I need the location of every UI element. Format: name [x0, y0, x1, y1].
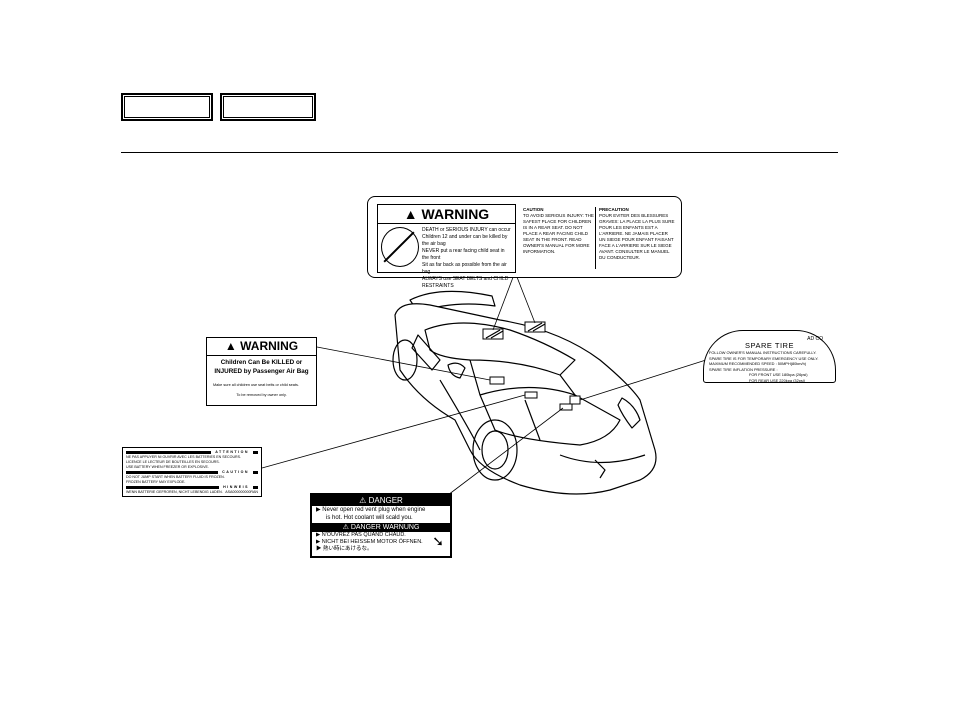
child-warning-line1: Children Can Be KILLED or	[220, 359, 303, 366]
child-warning-heading: WARNING	[240, 339, 299, 353]
battery-line: USE BATTERY WHEN FREEZER OR EXPLOSIVE.	[126, 465, 209, 469]
danger-triangle-icon: ⚠	[359, 496, 367, 505]
child-warning-removal: To be removed by owner only.	[236, 393, 287, 397]
battery-code: ASA000000000RAN	[225, 490, 258, 494]
precaution-text: POUR EVITER DES BLESSURES GRAVES: LA PLA…	[599, 213, 675, 260]
battery-label: ATTENTION NE PAS APPUYER NI OUVRIR AVEC …	[122, 447, 262, 497]
danger-jp: 熱い時にあけるな。	[323, 546, 373, 552]
spare-tire-label: AD CO SPARE TIRE FOLLOW OWNER'S MANUAL I…	[703, 330, 836, 383]
danger-line1: Never open red vent plug when engine	[322, 507, 426, 513]
top-warning-bullet: NEVER put a rear facing child seat in th…	[422, 248, 505, 261]
no-child-seat-icon	[381, 227, 419, 267]
spare-tire-bullet: SPARE TIRE INFLATION PRESSURE :	[709, 366, 778, 372]
spare-tire-bullet: MAXIMUM RECOMMENDED SPEED : 50MPH(80km/h…	[709, 361, 807, 367]
nav-tab-1[interactable]	[121, 93, 213, 121]
top-warning-bullet: ALWAYS use SEAT BELTS and CHILD RESTRAIN…	[422, 276, 509, 289]
top-warning-heading: WARNING	[421, 206, 490, 222]
battery-line: NE PAS APPUYER NI OUVRIR AVEC LES BATTER…	[126, 455, 242, 459]
danger-triangle-icon: ⚠	[342, 524, 349, 531]
battery-caution-line: DO NOT JUMP START WHEN BATTERY FLUID IS …	[126, 475, 225, 479]
spare-tire-bullet: SPARE TIRE IS FOR TEMPORARY EMERGENCY US…	[709, 355, 819, 361]
top-warning-label: ▲ WARNING DEATH or SERIOUS INJURY can oc…	[367, 196, 682, 289]
top-warning-bullet: Sit as far back as possible from the air…	[422, 262, 507, 275]
caution-title: CAUTION	[523, 207, 544, 212]
header-divider	[121, 152, 838, 153]
spare-tire-title: SPARE TIRE	[745, 341, 794, 350]
top-warning-bullet: Children 12 and under can be killed by t…	[422, 234, 508, 247]
danger-de: NICHT BEI HEISSEM MOTOR ÖFFNEN.	[321, 539, 423, 545]
nav-tab-2[interactable]	[220, 93, 316, 121]
danger-label: ⚠ DANGER ▶ Never open red vent plug when…	[310, 493, 452, 558]
spare-tire-bullet: FOLLOW OWNER'S MANUAL INSTRUCTIONS CAREF…	[709, 350, 817, 355]
battery-hinweis-line: WENN BATTERIE GEFROREN, NICHT LEBENDIG L…	[126, 490, 223, 494]
danger-line2: is hot. Hot coolant will scald you.	[326, 515, 413, 521]
battery-hinweis: HINWEIS	[223, 485, 249, 489]
danger-heading: DANGER	[368, 496, 403, 505]
child-airbag-warning-label: ▲ WARNING Children Can Be KILLED or INJU…	[206, 337, 317, 406]
battery-line: LICENCE LE LECTEUR DE BOUTEILLES EN SECO…	[126, 460, 220, 464]
arrow-icon: ➘	[432, 533, 444, 549]
danger-heading2: DANGER WARNUNG	[350, 524, 420, 531]
child-warning-note: Make sure all children use seat belts or…	[213, 383, 299, 387]
warning-triangle-icon: ▲	[403, 206, 418, 222]
spare-tire-front: FOR FRONT USE 180kpa (26psi)	[749, 372, 808, 378]
caution-text: TO AVOID SERIOUS INJURY: THE SAFEST PLAC…	[523, 213, 594, 254]
danger-fr: N'OUVREZ PAS QUAND CHAUD.	[321, 532, 406, 538]
warning-triangle-icon: ▲	[224, 339, 237, 353]
battery-attention: ATTENTION	[215, 450, 249, 454]
spare-tire-rear: FOR REAR USE 220kpa (32psi)	[749, 377, 806, 383]
spare-tire-code: AD CO	[807, 336, 823, 342]
precaution-title: PRECAUTION	[599, 207, 629, 212]
battery-caution: CAUTION	[222, 470, 249, 474]
child-warning-line2: INJURED by Passenger Air Bag	[214, 368, 309, 375]
top-warning-main: DEATH or SERIOUS INJURY can occur	[422, 227, 511, 233]
battery-caution-line2: FROZEN BATTERY MAY EXPLODE.	[126, 480, 186, 484]
